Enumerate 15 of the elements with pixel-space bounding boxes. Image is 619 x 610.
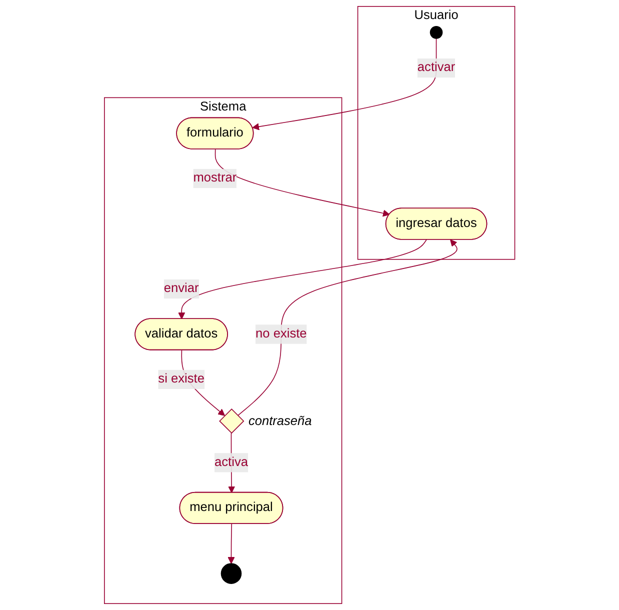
edge-label: mostrar xyxy=(193,171,237,185)
decision-note: contraseña xyxy=(248,413,312,428)
arrow xyxy=(237,239,458,416)
edge-label: si existe xyxy=(158,372,204,386)
node-diamond xyxy=(218,408,244,434)
edge-label: activa xyxy=(214,455,248,470)
arrow xyxy=(214,148,390,217)
node-circle xyxy=(430,26,443,39)
edge-label: activar xyxy=(417,60,456,74)
edge-label: no existe xyxy=(255,327,307,341)
node-bullseye xyxy=(220,563,242,584)
arrow xyxy=(228,524,235,564)
arrow xyxy=(252,38,437,130)
edge-label: enviar xyxy=(164,282,199,296)
arrow xyxy=(178,239,427,320)
